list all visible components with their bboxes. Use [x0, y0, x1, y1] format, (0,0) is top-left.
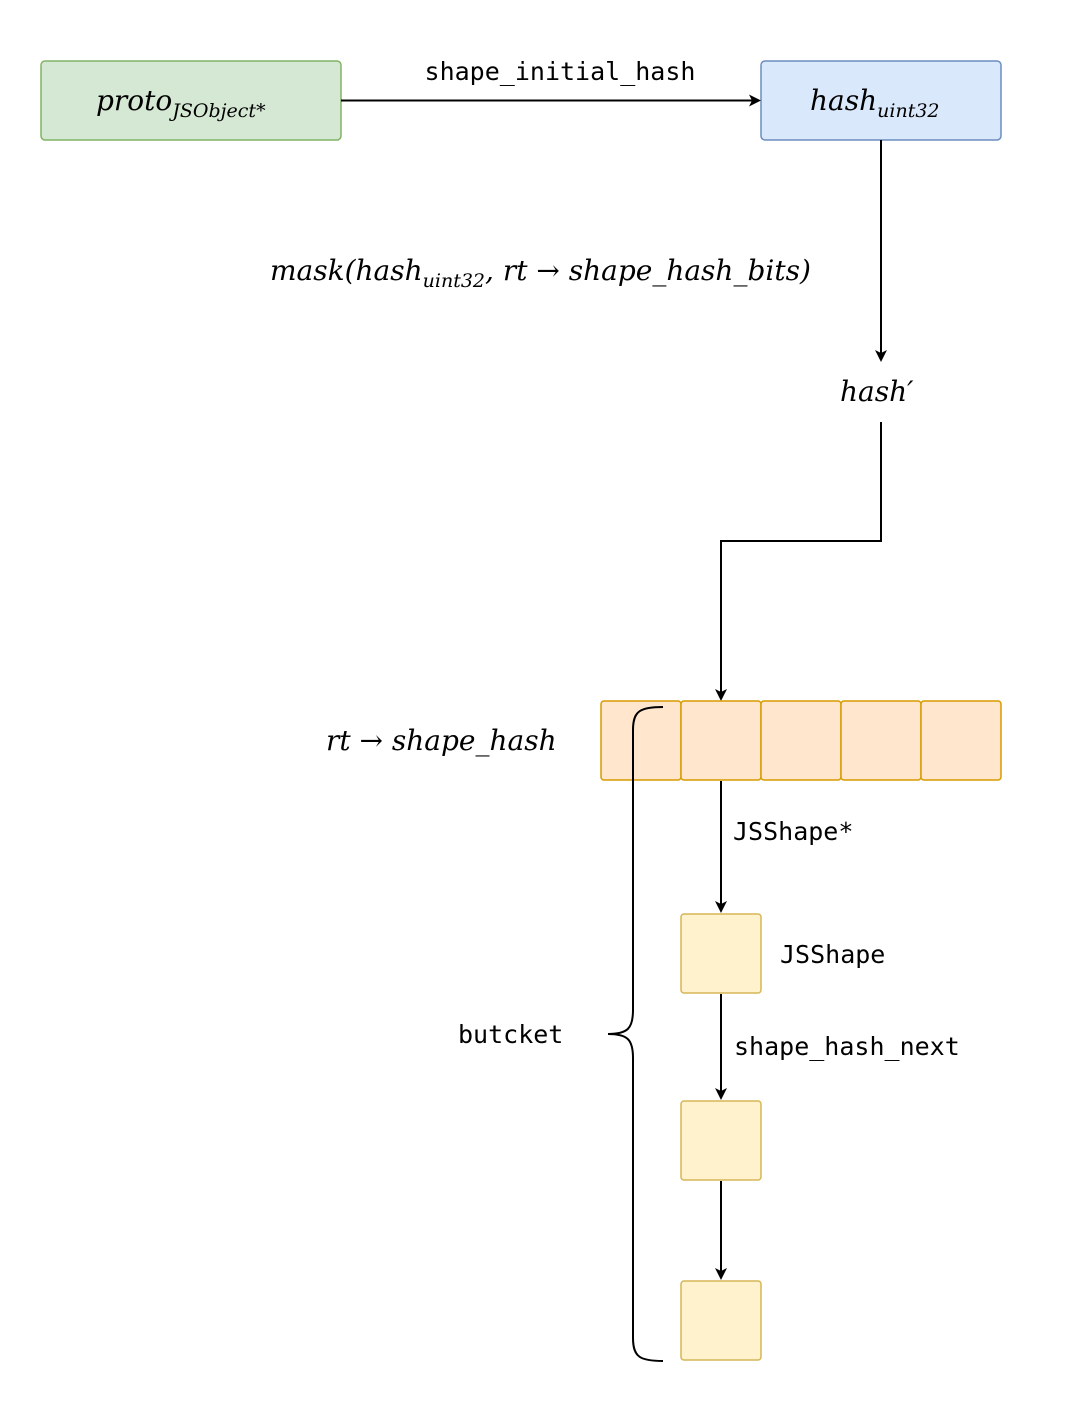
hash-prime-label: hash′ — [840, 375, 914, 408]
shape-hash-cell — [680, 700, 762, 781]
hash-node-subscript: uint32 — [877, 100, 939, 122]
mask-main: hash — [356, 254, 423, 287]
shape-hash-cell — [600, 700, 682, 781]
proto-node-main: proto — [96, 84, 172, 117]
edge-label-shape-initial-hash: shape_initial_hash — [425, 57, 696, 86]
mask-suffix: , rt → shape_hash_bits) — [485, 254, 811, 287]
mask-subscript: uint32 — [423, 270, 485, 292]
mask-prefix: mask( — [270, 254, 357, 287]
edge-hash-prime-to-bucket — [715, 422, 882, 701]
edge-label-jsshape-ptr: JSShape* — [733, 817, 853, 846]
hash-node-label: hashuint32 — [810, 84, 940, 122]
jsshape-node — [680, 1280, 762, 1361]
edge-label-shape-hash-next: shape_hash_next — [734, 1032, 960, 1061]
jsshape-node — [680, 913, 762, 994]
shape-hash-array — [600, 700, 1002, 781]
hash-node-main: hash — [810, 84, 877, 117]
jsshape-node — [680, 1100, 762, 1181]
proto-node-subscript: JSObject* — [168, 100, 266, 122]
jsshape-label: JSShape — [780, 940, 885, 969]
edge-label-mask: mask(hashuint32, rt → shape_hash_bits) — [270, 254, 811, 292]
bucket-label: butcket — [458, 1020, 563, 1049]
jsshape-chain — [680, 913, 762, 1361]
proto-node-label: protoJSObject* — [96, 84, 266, 122]
shape-hash-cell — [760, 700, 842, 781]
shape-hash-cell — [920, 700, 1002, 781]
shape-hash-cell — [840, 700, 922, 781]
bucket-brace — [607, 706, 664, 1362]
shape-hash-array-label: rt → shape_hash — [326, 724, 557, 757]
